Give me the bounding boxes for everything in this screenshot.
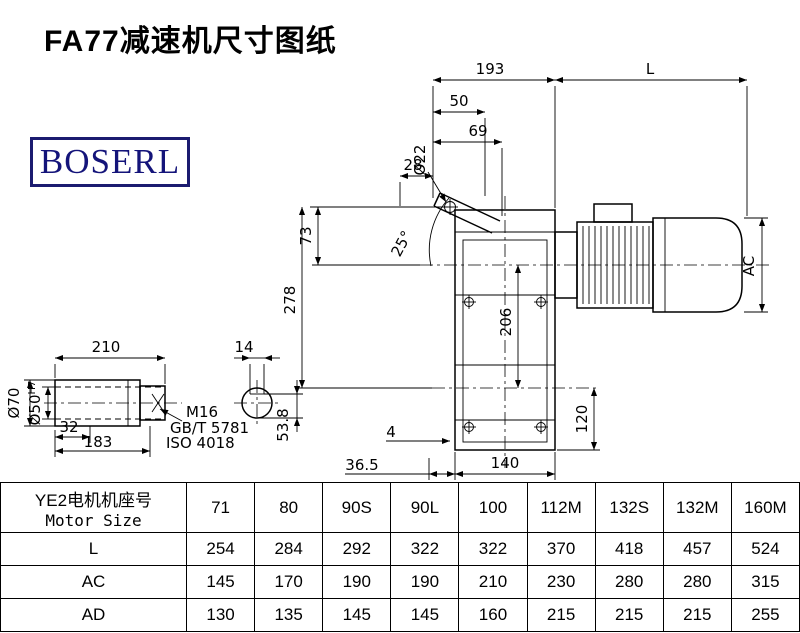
col-header-90s: 90S [322, 482, 392, 533]
dim-label-53-8: 53.8 [274, 408, 292, 441]
motor-fins [582, 226, 650, 304]
dim-label-120: 120 [573, 405, 591, 434]
dim-label-25deg: 25° [387, 228, 415, 260]
cell-L-160m: 524 [730, 532, 800, 566]
col-header-132s: 132S [594, 482, 664, 533]
cell-AC-160m: 315 [730, 565, 800, 599]
dim-label-193: 193 [476, 60, 505, 78]
motor-size-header-cell: YE2电机机座号 Motor Size [0, 482, 187, 533]
row-label-L: L [0, 532, 187, 566]
cell-L-90l: 322 [390, 532, 460, 566]
cell-L-90s: 292 [322, 532, 392, 566]
dim-label-278: 278 [281, 286, 299, 315]
cell-AC-132s: 280 [594, 565, 664, 599]
dim-label-210: 210 [92, 338, 121, 356]
cell-AC-90l: 190 [390, 565, 460, 599]
motor-side-view [554, 203, 743, 313]
motor-size-header-en: Motor Size [45, 510, 142, 530]
label-m16: M16 [186, 403, 218, 421]
motor-size-table: YE2电机机座号 Motor Size 71 80 90S 90L 100 11… [0, 482, 800, 632]
cell-AC-90s: 190 [322, 565, 392, 599]
dim-label-73: 73 [297, 226, 315, 245]
row-label-AD: AD [0, 598, 187, 632]
cell-AC-132m: 280 [662, 565, 732, 599]
dim-label-69: 69 [468, 122, 487, 140]
cell-L-132m: 457 [662, 532, 732, 566]
dim-label-32: 32 [59, 418, 78, 436]
output-shaft-detail [54, 379, 166, 427]
dim-label-14: 14 [234, 338, 253, 356]
cell-AD-90s: 145 [322, 598, 392, 632]
col-header-71: 71 [185, 482, 256, 533]
cell-L-71: 254 [185, 532, 256, 566]
dim-label-140: 140 [491, 454, 520, 472]
table-row-AD: AD 130 135 145 145 160 215 215 215 255 [0, 598, 800, 632]
table-row-L: L 254 284 292 322 322 370 418 457 524 [0, 532, 800, 566]
label-gbt-5781: GB/T 5781 [170, 419, 249, 437]
dimension-drawing: 193 L 50 69 28 Ø22 25° 73 278 206 AC 120… [5, 60, 770, 480]
dim-label-28: 28 [403, 156, 422, 174]
dim-label-dia22: Ø22 [411, 145, 429, 176]
boserl-logo: BOSERL [30, 137, 190, 187]
table-header-row: YE2电机机座号 Motor Size 71 80 90S 90L 100 11… [0, 482, 800, 533]
cell-L-80: 284 [254, 532, 324, 566]
cell-AC-71: 145 [185, 565, 256, 599]
col-header-80: 80 [254, 482, 324, 533]
page-title: FA77减速机尺寸图纸 [44, 25, 337, 58]
cell-AD-80: 135 [254, 598, 324, 632]
dimension-labels: 193 L 50 69 28 Ø22 25° 73 278 206 AC 120… [5, 60, 758, 474]
cell-AD-90l: 145 [390, 598, 460, 632]
dim-label-183: 183 [84, 433, 113, 451]
cell-AD-112m: 215 [526, 598, 596, 632]
cell-AD-160m: 255 [730, 598, 800, 632]
dim-label-L: L [646, 60, 655, 78]
col-header-90l: 90L [390, 482, 460, 533]
dim-label-dia50h7: Ø50H7 [26, 381, 44, 426]
cell-AC-100: 210 [458, 565, 528, 599]
dim-label-50: 50 [449, 92, 468, 110]
cell-AD-132s: 215 [594, 598, 664, 632]
cell-L-132s: 418 [594, 532, 664, 566]
cell-AD-132m: 215 [662, 598, 732, 632]
cell-AD-100: 160 [458, 598, 528, 632]
dim-label-206: 206 [497, 308, 515, 337]
gearbox-front-view [428, 192, 556, 451]
input-shaft-angled [428, 192, 501, 267]
bolt-hole-icon [462, 295, 548, 434]
dim-label-36-5: 36.5 [345, 456, 378, 474]
cell-L-112m: 370 [526, 532, 596, 566]
boserl-logo-text: BOSERL [39, 142, 181, 181]
motor-size-header-cn: YE2电机机座号 [34, 490, 153, 510]
col-header-132m: 132M [662, 482, 732, 533]
dimension-lines [24, 76, 768, 480]
col-header-112m: 112M [526, 482, 596, 533]
dim-label-AC: AC [740, 256, 758, 276]
table-row-AC: AC 145 170 190 190 210 230 280 280 315 [0, 565, 800, 599]
dim-label-4: 4 [386, 423, 396, 441]
dim-label-dia70: Ø70 [5, 388, 23, 419]
col-header-160m: 160M [730, 482, 800, 533]
cell-AC-112m: 230 [526, 565, 596, 599]
cell-AC-80: 170 [254, 565, 324, 599]
row-label-AC: AC [0, 565, 187, 599]
cell-L-100: 322 [458, 532, 528, 566]
cell-AD-71: 130 [185, 598, 256, 632]
label-iso-4018: ISO 4018 [166, 434, 235, 452]
col-header-100: 100 [458, 482, 528, 533]
